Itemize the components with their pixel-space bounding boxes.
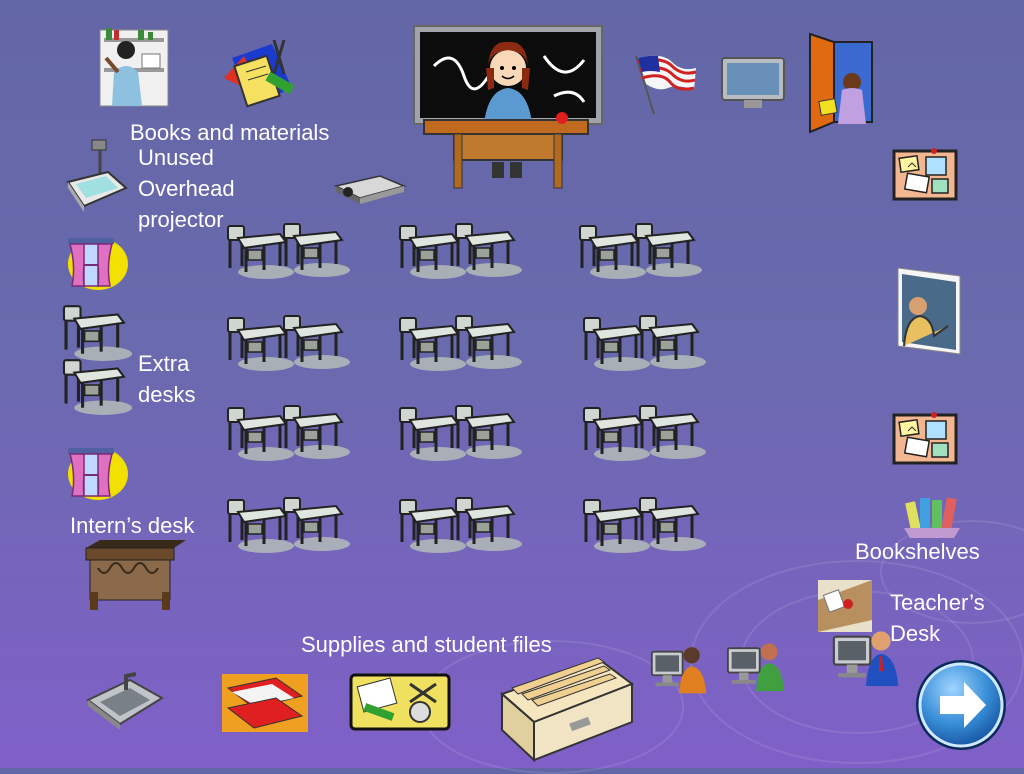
student-desk-pair-icon	[580, 400, 710, 464]
next-arrow-button[interactable]	[914, 658, 1008, 752]
computer-user-icon	[726, 638, 786, 692]
interns-desk-label: Intern’s desk	[70, 513, 195, 538]
classroom-door-icon	[806, 32, 876, 136]
digital-projector-icon	[333, 172, 407, 206]
bulletin-board-icon	[892, 146, 958, 202]
chalkboard-teacher-icon	[413, 25, 603, 190]
supplies-files-label: Supplies and student files	[301, 632, 552, 657]
student-desk-pair[interactable]	[576, 218, 706, 282]
bookshelves-icon[interactable]	[904, 494, 960, 540]
school-supplies-icon	[222, 38, 300, 112]
student-desk-pair[interactable]	[396, 492, 526, 556]
student-desk-pair-icon	[576, 218, 706, 282]
student-desk-pair[interactable]	[580, 310, 710, 374]
student-desk-pair-icon	[396, 400, 526, 464]
student-desk-pair[interactable]	[580, 492, 710, 556]
bookshelves-label: Bookshelves	[855, 539, 980, 564]
teachers-desk-label: Teacher’s Desk	[890, 590, 985, 646]
student-desk-pair-icon	[580, 310, 710, 374]
student-desk-pair[interactable]	[580, 400, 710, 464]
american-flag-icon	[632, 50, 698, 116]
bulletin-board-icon	[892, 410, 958, 466]
student-desk-pair[interactable]	[224, 400, 354, 464]
student-desk-pair[interactable]	[224, 218, 354, 282]
teacher-presenting-icon	[894, 266, 962, 358]
student-desk-pair[interactable]	[224, 492, 354, 556]
student-desk-pair-icon	[224, 310, 354, 374]
sink-icon	[86, 670, 164, 732]
unused-projector-label: Unused Overhead projector	[138, 145, 235, 232]
teachers-desk-icon[interactable]	[818, 580, 872, 632]
student-desk-pair[interactable]	[396, 400, 526, 464]
file-box-icon[interactable]	[500, 654, 635, 764]
student-desk-pair[interactable]	[224, 310, 354, 374]
student-desk-pair-icon	[396, 218, 526, 282]
computer-user-icon	[830, 626, 902, 686]
student-desk-pair-icon	[580, 492, 710, 556]
student-desk-pair[interactable]	[396, 310, 526, 374]
window-icon	[60, 442, 130, 502]
books-materials-label: Books and materials	[130, 120, 330, 145]
student-desk-pair-icon	[396, 310, 526, 374]
interns-desk-icon[interactable]	[84, 538, 188, 610]
bookshelf-student-icon	[98, 28, 170, 108]
extra-desk-icon[interactable]	[58, 354, 134, 416]
computer-user-icon	[650, 642, 708, 694]
extra-desks-label: Extra desks	[138, 351, 196, 407]
overhead-projector-icon	[64, 136, 130, 214]
tv-monitor-icon	[720, 56, 786, 110]
extra-desk-icon[interactable]	[58, 300, 134, 362]
student-desk-pair-icon	[224, 400, 354, 464]
next-arrow-icon	[916, 660, 1006, 750]
student-desk-pair-icon	[396, 492, 526, 556]
student-desk-pair-icon	[224, 218, 354, 282]
student-desk-pair[interactable]	[396, 218, 526, 282]
student-desk-pair-icon	[224, 492, 354, 556]
office-supplies-icon	[349, 673, 451, 731]
paper-trays-icon	[222, 674, 308, 732]
window-icon	[60, 232, 130, 292]
